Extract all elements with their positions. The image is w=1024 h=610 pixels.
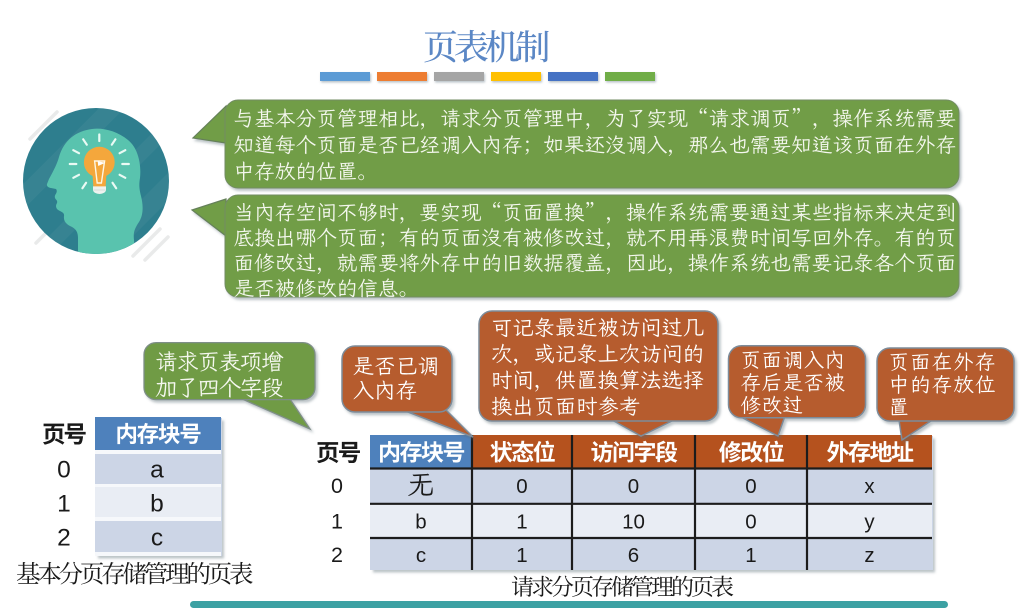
svg-text:2: 2 — [331, 543, 343, 567]
svg-text:0: 0 — [745, 511, 756, 534]
svg-text:0: 0 — [628, 475, 639, 498]
svg-text:z: z — [864, 544, 874, 567]
svg-text:1: 1 — [331, 510, 343, 534]
svg-text:0: 0 — [516, 475, 527, 498]
svg-text:0: 0 — [57, 457, 71, 484]
svg-text:2: 2 — [57, 525, 71, 552]
svg-text:c: c — [151, 525, 163, 552]
svg-text:1: 1 — [516, 544, 527, 567]
svg-text:6: 6 — [628, 544, 639, 567]
svg-text:b: b — [150, 491, 164, 518]
svg-text:y: y — [864, 511, 875, 534]
svg-text:10: 10 — [622, 511, 645, 534]
svg-text:c: c — [416, 544, 426, 567]
svg-text:0: 0 — [745, 475, 756, 498]
svg-text:a: a — [150, 457, 164, 484]
svg-text:1: 1 — [516, 511, 527, 534]
svg-text:1: 1 — [745, 544, 756, 567]
svg-text:1: 1 — [57, 491, 71, 518]
svg-text:0: 0 — [331, 474, 343, 498]
svg-text:x: x — [864, 475, 875, 498]
svg-text:b: b — [415, 511, 426, 534]
